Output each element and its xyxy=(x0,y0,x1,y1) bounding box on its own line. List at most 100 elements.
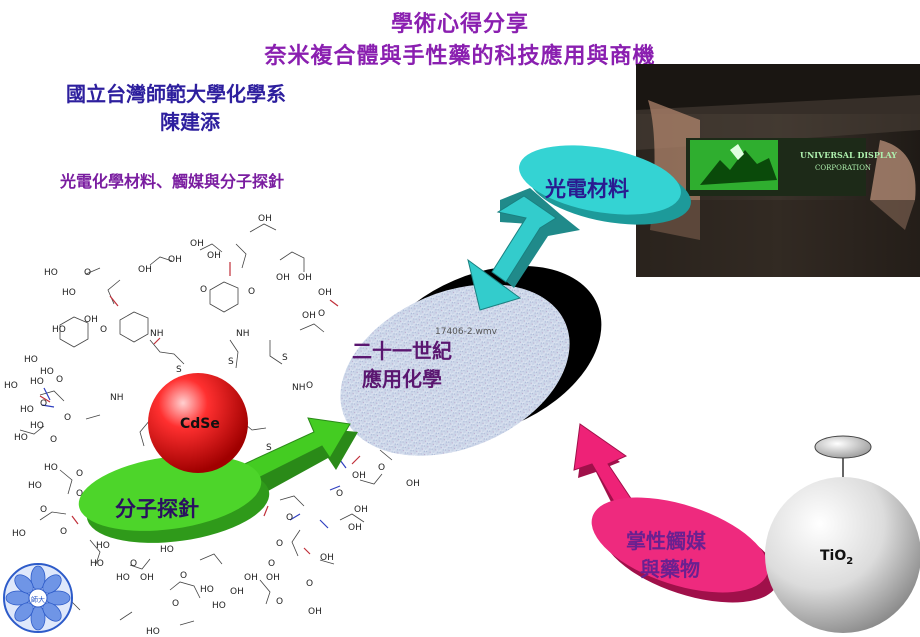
mol-label: HO xyxy=(160,545,174,555)
center-text-line1: 二十一世紀 xyxy=(352,339,452,363)
mol-label: O xyxy=(248,287,255,297)
mol-label: O xyxy=(200,285,207,295)
mol-label: O xyxy=(306,579,313,589)
mol-label: OH xyxy=(230,587,244,597)
mol-label: HO xyxy=(200,585,214,595)
oled-display-photo: UNIVERSAL DISPLAY CORPORATION xyxy=(636,64,920,277)
mol-label: OH xyxy=(318,288,332,298)
logo-text: 師大 xyxy=(31,595,45,604)
mol-label: HO xyxy=(30,377,44,387)
mol-label: O xyxy=(76,489,83,499)
mol-label: O xyxy=(50,435,57,445)
slide-title-line2: 奈米複合體與手性藥的科技應用與商機 xyxy=(264,44,656,69)
mol-label: OH xyxy=(354,505,368,515)
mol-label: S xyxy=(228,357,234,367)
mol-label: OH xyxy=(140,573,154,583)
mol-label: O xyxy=(306,381,313,391)
mol-label: HO xyxy=(44,268,58,278)
mol-label: OH xyxy=(244,573,258,583)
mol-label: O xyxy=(130,559,137,569)
mol-label: O xyxy=(40,399,47,409)
tio2-sphere-group: TiO2 xyxy=(765,435,920,633)
mol-label: OH xyxy=(320,553,334,563)
mol-label: O xyxy=(378,463,385,473)
mol-label: S xyxy=(176,365,182,375)
mol-label: HO xyxy=(62,288,76,298)
catalyst-label-line1: 掌性觸媒 xyxy=(626,529,707,553)
mol-label: OH xyxy=(298,273,312,283)
mol-label: OH xyxy=(168,255,182,265)
mol-label: HO xyxy=(90,559,104,569)
mol-label: HO xyxy=(14,433,28,443)
mol-label: OH xyxy=(276,273,290,283)
mol-label: HO xyxy=(52,325,66,335)
department-name: 國立台灣師範大學化學系 xyxy=(66,82,286,106)
tio2-label: TiO2 xyxy=(820,548,853,567)
mol-label: O xyxy=(336,489,343,499)
mol-label: O xyxy=(318,309,325,319)
mol-label: HO xyxy=(4,381,18,391)
mol-label: O xyxy=(276,597,283,607)
mol-label: NH xyxy=(292,383,306,393)
mol-label: OH xyxy=(302,311,316,321)
mol-label: HO xyxy=(24,355,38,365)
mol-label: NH xyxy=(150,329,164,339)
mol-label: HO xyxy=(28,481,42,491)
cdse-sphere xyxy=(148,373,248,473)
mol-label: O xyxy=(172,599,179,609)
presenter-name: 陳建添 xyxy=(160,110,220,134)
mol-label: O xyxy=(64,413,71,423)
cdse-label: CdSe xyxy=(180,416,220,432)
small-disk xyxy=(814,435,872,459)
mol-label: O xyxy=(100,325,107,335)
university-logo: 師大 xyxy=(3,563,73,633)
mol-label: S xyxy=(266,443,272,453)
mol-label: O xyxy=(180,571,187,581)
mol-label: OH xyxy=(308,607,322,617)
mol-label: OH xyxy=(190,239,204,249)
catalyst-node: 掌性觸媒 與藥物 xyxy=(573,423,779,603)
mol-label: O xyxy=(76,469,83,479)
mol-label: O xyxy=(276,539,283,549)
mol-label: O xyxy=(40,505,47,515)
mol-label: HO xyxy=(146,627,160,637)
mol-label: OH xyxy=(258,214,272,224)
optoelectronic-node: 光電材料 xyxy=(467,145,691,311)
mol-label: OH xyxy=(352,471,366,481)
mol-label: O xyxy=(60,527,67,537)
mol-label: OH xyxy=(348,523,362,533)
mol-label: O xyxy=(286,513,293,523)
mol-label: S xyxy=(282,353,288,363)
brand-line2: CORPORATION xyxy=(815,164,871,172)
mol-label: OH xyxy=(266,573,280,583)
mol-label: HO xyxy=(116,573,130,583)
center-text-line2: 應用化學 xyxy=(362,367,442,391)
optoelectronic-label: 光電材料 xyxy=(544,177,629,201)
tio2-sphere xyxy=(765,477,920,633)
mol-label: O xyxy=(268,559,275,569)
probe-node: CdSe 分子探針 xyxy=(78,373,358,543)
topics-subtitle: 光電化學材料、觸媒與分子探針 xyxy=(60,172,285,191)
mol-label: O xyxy=(84,268,91,278)
probe-label: 分子探針 xyxy=(115,497,199,521)
mol-label: HO xyxy=(44,463,58,473)
mol-label: OH xyxy=(138,265,152,275)
mol-label: HO xyxy=(12,529,26,539)
slide-title-line1: 學術心得分享 xyxy=(390,12,529,37)
catalyst-label-line2: 與藥物 xyxy=(640,557,700,581)
mol-label: OH xyxy=(84,315,98,325)
mol-label: NH xyxy=(236,329,250,339)
mol-label: OH xyxy=(207,251,221,261)
brand-line1: UNIVERSAL DISPLAY xyxy=(800,150,897,160)
mol-label: O xyxy=(56,375,63,385)
media-caption: 17406-2.wmv xyxy=(435,327,498,337)
mol-label: HO xyxy=(40,367,54,377)
mol-label: HO xyxy=(30,421,44,431)
center-disk: 17406-2.wmv 二十一世紀 應用化學 xyxy=(340,265,602,456)
mol-label: HO xyxy=(212,601,226,611)
mol-label: OH xyxy=(406,479,420,489)
mol-label: NH xyxy=(110,393,124,403)
mol-label: HO xyxy=(96,541,110,551)
mol-label: HO xyxy=(20,405,34,415)
